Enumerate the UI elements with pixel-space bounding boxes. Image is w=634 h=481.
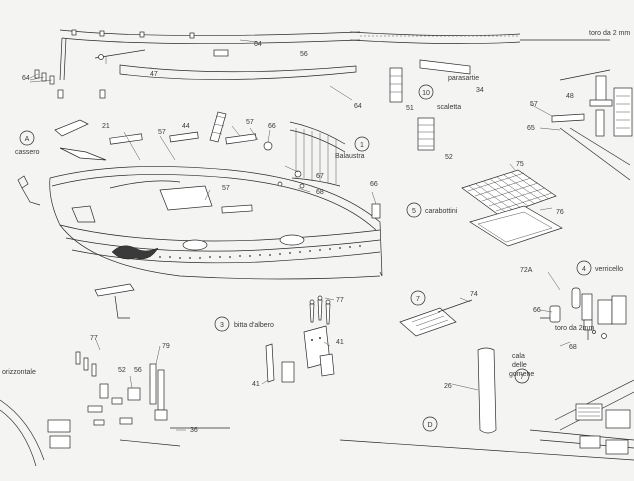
toro-parts [549, 305, 593, 340]
grating-carabottini [461, 169, 563, 247]
svg-text:52: 52 [445, 154, 453, 161]
svg-text:3: 3 [220, 322, 224, 329]
svg-text:77: 77 [336, 297, 344, 304]
part-26-pole [477, 347, 497, 434]
callout-7-a: 7 [410, 290, 426, 306]
verricello-parts [540, 287, 627, 339]
right-column-parts [520, 39, 633, 181]
svg-text:72A: 72A [520, 267, 533, 274]
label-toro-2mm: toro da 2mm [555, 325, 594, 332]
label-balaustra: Balaustra [335, 153, 365, 160]
svg-text:64: 64 [254, 41, 262, 48]
label-scaletta: scaletta [437, 104, 461, 111]
deck-rails-parts [109, 111, 381, 219]
svg-text:52: 52 [118, 367, 126, 374]
svg-text:65: 65 [527, 125, 535, 132]
label-cala-1: cala [512, 353, 525, 360]
label-toro-top: toro da 2 mm [589, 30, 630, 37]
svg-text:48: 48 [566, 93, 574, 100]
part-51-ladder [389, 67, 403, 103]
svg-text:68: 68 [316, 189, 324, 196]
svg-text:21: 21 [102, 123, 110, 130]
top-rail-strip [59, 29, 361, 81]
label-cala-3: gomene [509, 371, 534, 378]
bottom-right-machinery [529, 379, 634, 455]
label-cala-2: delle [512, 362, 527, 369]
svg-text:68: 68 [569, 344, 577, 351]
callout-4: 4 [576, 260, 592, 276]
part-numbers: 64 56 64 64 47 21 57 44 57 66 67 68 57 6… [22, 41, 577, 434]
part-21-piece [54, 119, 107, 161]
svg-text:D: D [427, 422, 432, 429]
svg-text:1: 1 [360, 142, 364, 149]
svg-text:79: 79 [162, 343, 170, 350]
label-cassero: cassero [15, 149, 40, 156]
parasartie-part [419, 59, 471, 75]
label-orizzontale: orizzontale [2, 369, 36, 376]
svg-text:57: 57 [158, 129, 166, 136]
top-right-rail [349, 31, 521, 36]
pins-77-center [309, 295, 331, 325]
callout-a: A [19, 130, 35, 146]
svg-text:57: 57 [246, 119, 254, 126]
label-parasartie: parasartie [448, 75, 479, 82]
svg-text:57: 57 [530, 101, 538, 108]
callout-3: 3 [214, 316, 230, 332]
svg-text:7: 7 [520, 374, 524, 381]
svg-text:36: 36 [190, 427, 198, 434]
part-64-block [213, 49, 229, 57]
part-7-plate [399, 299, 473, 337]
svg-text:75: 75 [516, 161, 524, 168]
svg-text:66: 66 [370, 181, 378, 188]
svg-text:66: 66 [268, 123, 276, 130]
svg-text:57: 57 [222, 185, 230, 192]
svg-text:A: A [25, 136, 30, 143]
callout-5: 5 [406, 202, 422, 218]
pins-group-left [29, 69, 106, 99]
svg-text:67: 67 [316, 173, 324, 180]
svg-text:77: 77 [90, 335, 98, 342]
callout-10: 10 [418, 84, 434, 100]
svg-text:51: 51 [406, 105, 414, 112]
svg-text:41: 41 [252, 381, 260, 388]
svg-text:47: 47 [150, 71, 158, 78]
bottom-left-parts [0, 351, 230, 467]
leader-lines [95, 39, 571, 431]
svg-text:5: 5 [412, 208, 416, 215]
stern-lantern [17, 175, 41, 206]
callout-d: D [422, 416, 438, 432]
bitta-parts-41 [265, 325, 335, 383]
svg-text:66: 66 [533, 307, 541, 314]
svg-text:44: 44 [182, 123, 190, 130]
part-47-pin [94, 49, 146, 64]
svg-text:64: 64 [22, 75, 30, 82]
svg-text:4: 4 [582, 266, 586, 273]
hull-main [49, 166, 383, 319]
label-bitta: bitta d'albero [234, 322, 274, 329]
scaletta-ladder [417, 117, 435, 151]
callout-7-b: 7 [514, 368, 530, 384]
svg-text:76: 76 [556, 209, 564, 216]
svg-text:26: 26 [444, 383, 452, 390]
svg-text:64: 64 [354, 103, 362, 110]
svg-text:34: 34 [476, 87, 484, 94]
label-verricello: verricello [595, 266, 623, 273]
svg-text:7: 7 [416, 296, 420, 303]
balaustra-rail [289, 121, 346, 187]
svg-text:41: 41 [336, 339, 344, 346]
svg-text:10: 10 [422, 90, 430, 97]
callout-1: 1 [354, 136, 370, 152]
svg-text:56: 56 [300, 51, 308, 58]
label-carabottini: carabottini [425, 208, 458, 215]
svg-text:56: 56 [134, 367, 142, 374]
svg-text:74: 74 [470, 291, 478, 298]
